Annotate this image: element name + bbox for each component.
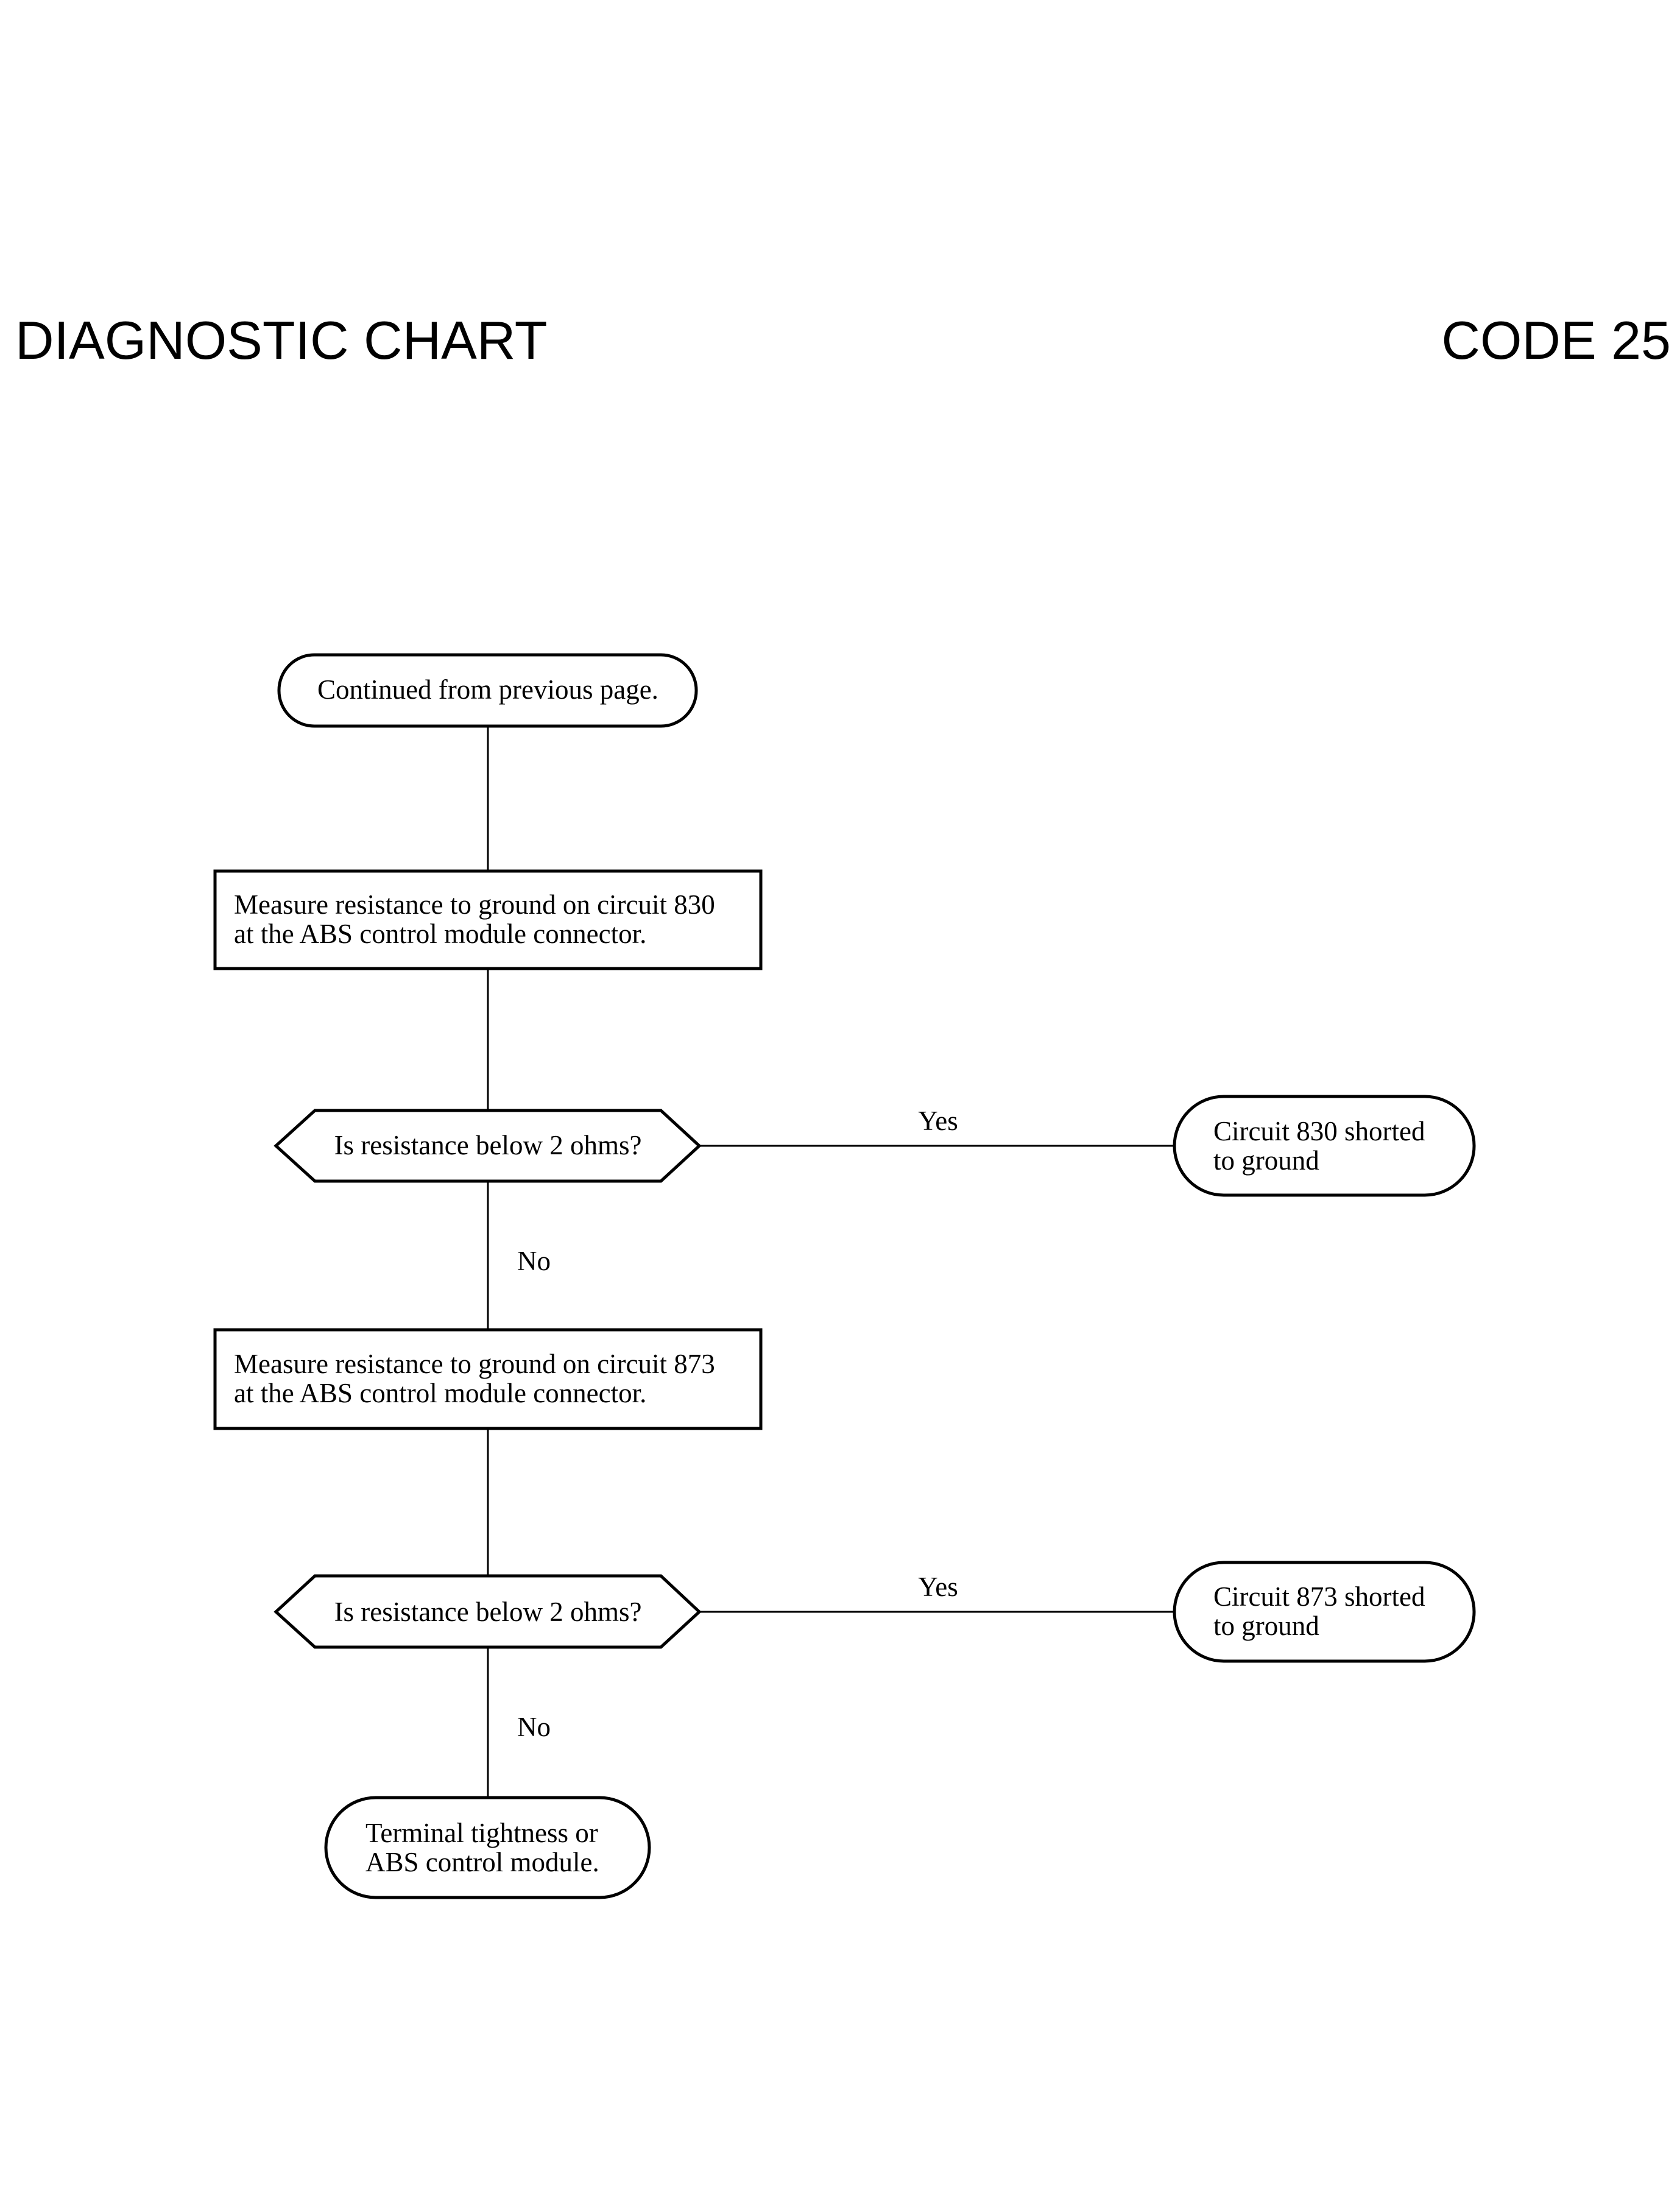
measure-830-line-2: at the ABS control module connector. [234, 919, 646, 949]
decision-1-label: Is resistance below 2 ohms? [334, 1130, 642, 1160]
end-terminal-line-2: ABS control module. [365, 1847, 599, 1877]
result-830-terminal [1173, 1095, 1476, 1197]
no-label-1: No [517, 1246, 551, 1276]
yes-label-1: Yes [918, 1106, 958, 1136]
chart-title: DIAGNOSTIC CHART [15, 310, 548, 370]
measure-830-box [213, 869, 763, 970]
result-873-line-2: to ground [1213, 1611, 1319, 1641]
end-terminal [324, 1796, 651, 1899]
result-873-line-1: Circuit 873 shorted [1213, 1581, 1425, 1612]
code-number: CODE 25 [1441, 310, 1671, 370]
measure-873-line-1: Measure resistance to ground on circuit … [234, 1349, 715, 1379]
measure-873-line-2: at the ABS control module connector. [234, 1378, 646, 1408]
result-830-line-2: to ground [1213, 1145, 1319, 1176]
end-terminal-line-1: Terminal tightness or [365, 1818, 598, 1848]
yes-label-2: Yes [918, 1572, 958, 1602]
decision-2-shape [274, 1574, 702, 1649]
result-873-terminal [1173, 1561, 1476, 1663]
measure-873-box [213, 1328, 763, 1430]
measure-830-line-1: Measure resistance to ground on circuit … [234, 889, 715, 920]
start-terminal [277, 653, 698, 728]
no-label-2: No [517, 1712, 551, 1742]
decision-2-label: Is resistance below 2 ohms? [334, 1597, 642, 1627]
start-terminal-label: Continued from previous page. [317, 674, 658, 705]
result-830-line-1: Circuit 830 shorted [1213, 1116, 1425, 1146]
decision-1-shape [274, 1109, 702, 1183]
